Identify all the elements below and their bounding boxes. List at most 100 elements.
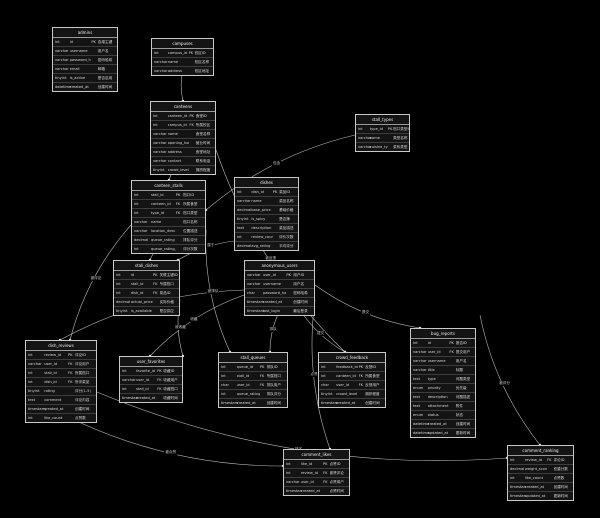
field-type: tinyint — [321, 392, 333, 396]
field-comment: 排队ID — [266, 365, 278, 369]
field-name: name — [369, 136, 380, 140]
field-comment: 更新时间 — [553, 494, 568, 498]
field-type: enum — [413, 413, 424, 417]
field-key: FK — [358, 383, 364, 387]
entity-title: bug_reports — [411, 329, 475, 339]
field-name: feedback_id — [336, 365, 358, 369]
field-name: priority — [427, 386, 441, 390]
field-comment: 排队评分 — [183, 238, 198, 242]
field-comment: 邮箱 — [97, 67, 105, 71]
field-type: varchar — [122, 378, 136, 382]
field-key: PK — [449, 341, 454, 345]
entity-title: dish_reviews — [26, 341, 96, 351]
field-name: id — [427, 341, 431, 345]
field-type: decimal — [134, 238, 149, 242]
field-comment: 最后登录 — [293, 309, 308, 313]
field-type: char — [221, 383, 229, 387]
field-type: timestamp — [321, 401, 338, 405]
field-name: actual_price — [130, 300, 153, 304]
field-key: PK — [175, 193, 181, 197]
entity-title: comment_likes — [284, 450, 349, 460]
field-type: varchar — [134, 229, 148, 233]
field-comment: 评论ID — [75, 353, 87, 357]
field-comment: 更新时间 — [455, 431, 471, 435]
field-comment: 所属校区 — [195, 123, 211, 127]
field-comment: 食堂地址 — [195, 150, 211, 154]
field-name: created_at — [262, 300, 283, 304]
edge-label-e18: 被评分 — [498, 380, 511, 386]
field-type: varchar — [153, 159, 167, 163]
field-comment: 排队用户 — [266, 383, 281, 387]
field-comment: 反馈ID — [365, 365, 377, 369]
field-name: description — [251, 226, 272, 230]
field-comment: 用户名 — [455, 359, 467, 363]
field-name: campus_id — [167, 123, 187, 127]
field-comment: 档口类型ID — [393, 127, 409, 131]
field-type: varchar — [237, 199, 251, 203]
entity-stall_types[interactable]: stall_typesinttype_idPK档口类型IDvarcharname… — [355, 114, 410, 152]
field-comment: 评价次数 — [279, 235, 294, 239]
edge-label-e3: 包含 — [272, 160, 282, 166]
field-key: FK — [547, 458, 552, 462]
entity-title: comment_ranking — [508, 446, 573, 456]
field-type: int — [134, 193, 139, 197]
field-name: username — [262, 282, 281, 286]
field-name: username — [427, 359, 446, 363]
field-type: varchar — [247, 282, 261, 286]
field-key: PK — [157, 369, 162, 373]
field-comment: 校区名称 — [194, 60, 210, 64]
field-comment: 菜品名称 — [279, 199, 294, 203]
field-comment: 标题 — [455, 368, 463, 372]
field-type: int — [134, 202, 139, 206]
field-type: int — [28, 353, 33, 357]
field-key: FK — [175, 211, 181, 215]
field-key: PK — [153, 273, 158, 277]
field-comment: 收藏ID — [163, 369, 175, 373]
field-comment: 附件 — [455, 404, 463, 408]
field-type: decimal — [116, 300, 131, 304]
edge-label-e13: 被反馈 — [264, 255, 278, 261]
field-name: review_count — [251, 235, 272, 239]
field-name: description — [427, 395, 448, 399]
field-comment: 自增主键 — [97, 40, 113, 44]
field-comment: 所属档口 — [75, 371, 90, 375]
field-type: tinyint — [116, 309, 128, 313]
field-name: updated_at — [427, 431, 448, 435]
field-type: int — [134, 211, 139, 215]
field-type: int — [413, 341, 418, 345]
